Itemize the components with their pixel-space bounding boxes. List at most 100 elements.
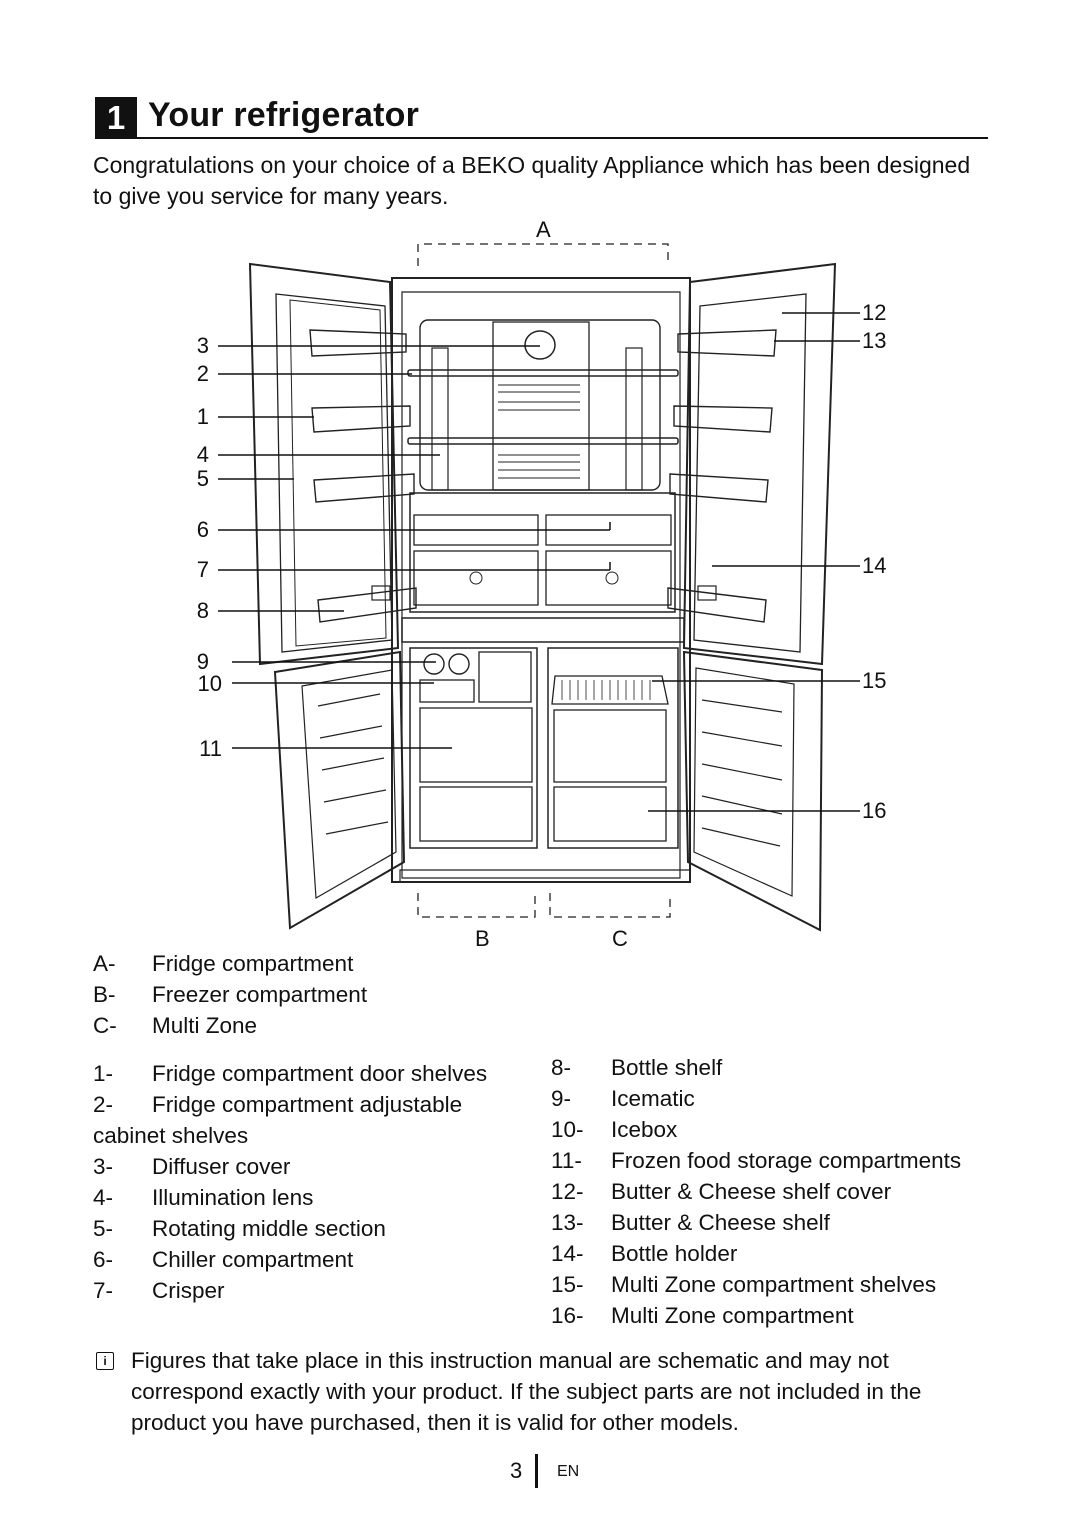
legend-text: Icebox <box>611 1117 678 1142</box>
callout-7: 7 <box>197 557 209 582</box>
legend-item: 5-Rotating middle section <box>93 1213 487 1244</box>
legend-item: 8-Bottle shelf <box>551 1052 961 1083</box>
legend-item: 16- Multi Zone compartment <box>551 1300 961 1331</box>
callout-8: 8 <box>197 598 209 623</box>
legend-text: Crisper <box>152 1278 225 1303</box>
callout-11: 11 <box>199 736 222 761</box>
legend-key: 8- <box>551 1055 572 1080</box>
legend-key: 11- <box>551 1148 582 1173</box>
legend-item: 2- Fridge compartment adjustable <box>93 1089 487 1120</box>
legend-item: 7- Crisper <box>93 1275 487 1306</box>
callout-15: 15 <box>862 668 886 693</box>
multi-zone-drawer <box>553 786 667 842</box>
legend-text: Multi Zone compartment shelves <box>611 1272 937 1297</box>
parts-legend-right: 8-Bottle shelf 9-Icematic 10- Icebox 11-F… <box>551 1052 961 1331</box>
bottle-shelf-right <box>667 587 767 623</box>
legend-item: C- Multi Zone <box>93 1010 367 1041</box>
legend-item: 14- Bottle holder <box>551 1238 961 1269</box>
legend-key: 3- <box>93 1154 114 1179</box>
door-shelf-right-2 <box>669 473 769 503</box>
legend-text: Illumination lens <box>152 1185 314 1210</box>
bottle-shelf-left <box>317 587 417 623</box>
legend-text: cabinet shelves <box>93 1123 249 1148</box>
icematic-left <box>423 653 445 675</box>
intro-paragraph: Congratulations on your choice of a BEKO… <box>93 152 971 209</box>
right-lower-door <box>682 650 824 932</box>
zone-c-bracket <box>549 893 671 918</box>
crisper-right <box>545 550 672 606</box>
legend-key: 16- <box>551 1303 584 1328</box>
crisper-left <box>413 550 539 606</box>
legend-key: 4- <box>93 1185 114 1210</box>
left-lower-door <box>273 650 406 930</box>
legend-key: C- <box>93 1013 117 1038</box>
zone-c-label: C <box>612 926 628 951</box>
legend-key: 14- <box>551 1241 584 1266</box>
callout-14: 14 <box>862 553 886 578</box>
legend-text: Fridge compartment adjustable <box>152 1092 463 1117</box>
zone-b-label: B <box>475 926 490 951</box>
legend-key: A- <box>93 951 116 976</box>
icematic-right <box>448 653 470 675</box>
adjustable-shelf-middle <box>407 437 679 445</box>
frozen-food-drawer-lower <box>419 786 533 842</box>
section-number: 1 <box>95 97 137 139</box>
leader-lines <box>218 312 860 812</box>
legend-key: 6- <box>93 1247 114 1272</box>
legend-key: 7- <box>93 1278 114 1303</box>
footer-divider <box>535 1454 538 1488</box>
legend-key: 9- <box>551 1086 572 1111</box>
legend-item: 11-Frozen food storage compartments <box>551 1145 961 1176</box>
legend-item: 13-Butter & Cheese shelf <box>551 1207 961 1238</box>
legend-text: Fridge compartment <box>152 951 354 976</box>
callout-6: 6 <box>197 517 209 542</box>
callout-4: 4 <box>197 442 209 467</box>
legend-key: B- <box>93 982 116 1007</box>
callout-13: 13 <box>862 328 886 353</box>
legend-item: 6- Chiller compartment <box>93 1244 487 1275</box>
legend-item: 3- Diffuser cover <box>93 1151 487 1182</box>
legend-item-continuation: cabinet shelves <box>93 1120 487 1151</box>
diffuser-cover <box>524 330 556 360</box>
language-code: EN <box>557 1463 580 1480</box>
callout-5: 5 <box>197 466 209 491</box>
legend-key: 10- <box>551 1117 584 1142</box>
door-shelf-left-2 <box>313 473 415 503</box>
legend-key: 15- <box>551 1272 584 1297</box>
legend-text: Multi Zone <box>152 1013 258 1038</box>
parts-legend-left: 1-Fridge compartment door shelves 2-Frid… <box>93 1058 487 1306</box>
legend-key: 12- <box>551 1179 584 1204</box>
page-title: Your refrigerator <box>148 96 420 134</box>
legend-item: 4- Illumination lens <box>93 1182 487 1213</box>
callout-3: 3 <box>197 333 209 358</box>
legend-text: Freezer compartment <box>152 982 368 1007</box>
title-divider <box>95 137 988 139</box>
callout-9: 9 <box>197 649 209 674</box>
note-text: Figures that take place in this instruct… <box>131 1348 922 1435</box>
icebox <box>419 679 475 703</box>
legend-text: Butter & Cheese shelf cover <box>611 1179 892 1204</box>
legend-text: Chiller compartment <box>152 1247 354 1272</box>
legend-item: 9-Icematic <box>551 1083 961 1114</box>
legend-text: Fridge compartment door shelves <box>152 1061 488 1086</box>
callout-1: 1 <box>197 404 209 429</box>
legend-item: 15- Multi Zone compartment shelves <box>551 1269 961 1300</box>
legend-text: Butter & Cheese shelf <box>611 1210 830 1235</box>
zone-a-bracket <box>417 243 669 266</box>
callout-16: 16 <box>862 798 886 823</box>
zone-a-label: A <box>536 217 551 242</box>
butter-shelf-left <box>309 329 407 357</box>
legend-item: A- Fridge compartment <box>93 948 367 979</box>
legend-key: 5- <box>93 1216 114 1241</box>
callout-10: 10 <box>198 671 222 696</box>
legend-key: 2- <box>93 1092 114 1117</box>
left-upper-door <box>248 262 400 666</box>
legend-text: Multi Zone compartment <box>611 1303 854 1328</box>
refrigerator-diagram: A B C 3 2 1 4 5 6 7 8 9 10 11 12 13 14 1… <box>197 217 887 951</box>
adjustable-shelf-top <box>407 369 679 377</box>
legend-item: 12- Butter & Cheese shelf cover <box>551 1176 961 1207</box>
page-number: 3 <box>510 1458 523 1483</box>
legend-text: Diffuser cover <box>152 1154 291 1179</box>
zone-b-bracket <box>417 893 536 918</box>
legend-text: Bottle holder <box>611 1241 738 1266</box>
